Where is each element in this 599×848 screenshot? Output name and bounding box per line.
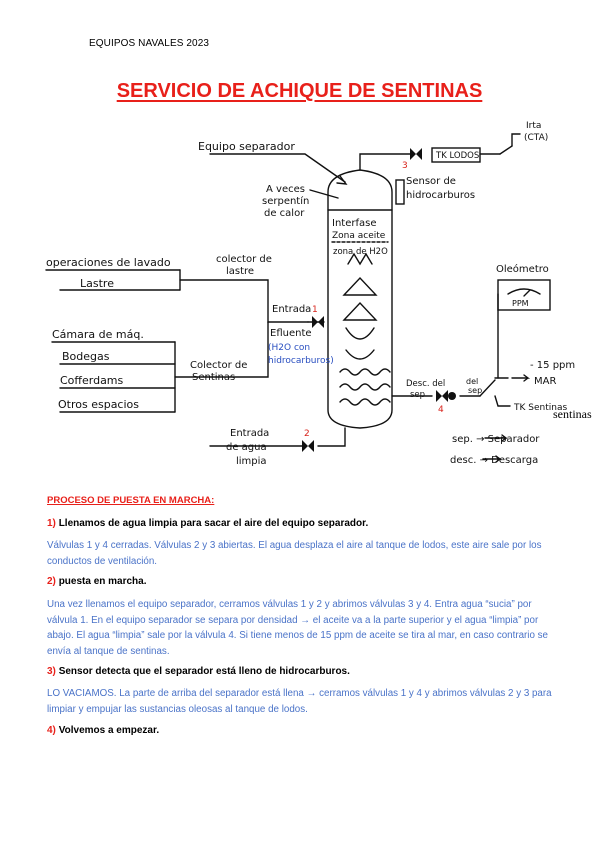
svg-text:(H2O con: (H2O con (268, 343, 310, 353)
step-3-heading: 3) Sensor detecta que el separador está … (47, 666, 350, 677)
lbl-interfase: Interfase (332, 218, 376, 229)
svg-text:2: 2 (304, 429, 310, 439)
valve-2 (302, 440, 314, 452)
svg-text:de agua: de agua (226, 442, 267, 453)
lbl-oleometro: Oleómetro (496, 263, 549, 275)
svg-text:3: 3 (402, 161, 408, 171)
step-2-body: Una vez llenamos el equipo separador, ce… (47, 599, 548, 657)
svg-text:sentinas: sentinas (553, 407, 592, 421)
svg-text:Sensor de: Sensor de (406, 176, 456, 187)
lbl-cofferdams: Cofferdams (60, 374, 124, 387)
step-1-heading: 1) Llenamos de agua limpia para sacar el… (47, 518, 369, 529)
tk-lodos-tank (431, 147, 481, 163)
svg-text:sep.: sep. (468, 386, 485, 395)
svg-text:1: 1 (312, 305, 318, 315)
svg-text:serpentín: serpentín (262, 195, 309, 207)
lbl-bodegas: Bodegas (62, 350, 110, 363)
svg-text:Sentinas: Sentinas (192, 372, 235, 383)
svg-text:limpia: limpia (236, 456, 267, 467)
separator-vessel (327, 169, 393, 429)
svg-text:(CTA): (CTA) (524, 133, 548, 143)
step-2-heading: 2) puesta en marcha. (47, 576, 147, 587)
svg-text:de calor: de calor (264, 208, 305, 219)
valve-3 (410, 148, 422, 160)
legend-desc: desc. → Descarga (450, 455, 538, 466)
lbl-tk-sentinas: TK Sentinas (513, 403, 567, 413)
bilge-system-diagram: Equipo separador A veces serpentín de ca… (45, 121, 592, 467)
step-3-body: LO VACIAMOS. La parte de arriba del sepa… (47, 688, 552, 715)
lbl-equipo-separador: Equipo separador (198, 140, 295, 153)
svg-text:Entrada: Entrada (230, 428, 269, 439)
svg-text:hidrocarburos): hidrocarburos) (268, 356, 334, 366)
svg-text:Entrada: Entrada (272, 304, 311, 315)
page-title: SERVICIO DE ACHIQUE DE SENTINAS (116, 80, 483, 102)
lbl-tk-lodos: TK LODOS (435, 151, 479, 161)
svg-text:colector de: colector de (216, 254, 272, 265)
step-4-heading: 4) Volvemos a empezar. (47, 725, 160, 736)
svg-text:del: del (466, 377, 478, 386)
valve-4 (436, 390, 448, 402)
svg-text:A veces: A veces (266, 184, 305, 195)
svg-text:hidrocarburos: hidrocarburos (406, 190, 475, 201)
svg-text:PPM: PPM (512, 299, 529, 308)
svg-text:sep: sep (410, 390, 425, 400)
oleometer-box (497, 279, 551, 311)
lbl-lastre: Lastre (80, 277, 114, 290)
svg-text:zona de H2O: zona de H2O (333, 247, 388, 257)
lbl-op-lavado: operaciones de lavado (46, 256, 171, 269)
course-header: EQUIPOS NAVALES 2023 (89, 38, 210, 49)
lbl-camara: Cámara de máq. (52, 328, 144, 341)
step-1-body: Válvulas 1 y 4 cerradas. Válvulas 2 y 3 … (47, 540, 542, 567)
legend-sep: sep. → Separador (452, 434, 540, 445)
lbl-mar: MAR (534, 376, 556, 387)
svg-text:- 15 ppm: - 15 ppm (530, 360, 575, 371)
svg-text:Irta: Irta (526, 121, 541, 131)
lbl-otros: Otros espacios (58, 398, 139, 411)
process-title: PROCESO DE PUESTA EN MARCHA: (47, 495, 215, 506)
svg-text:Zona aceite: Zona aceite (332, 231, 386, 241)
valves (302, 148, 456, 452)
svg-text:Efluente: Efluente (270, 328, 312, 339)
svg-text:Desc. del: Desc. del (406, 379, 445, 389)
svg-text:Colector de: Colector de (190, 360, 247, 371)
svg-text:lastre: lastre (226, 266, 254, 277)
valve-1 (312, 316, 324, 328)
svg-text:4: 4 (438, 405, 444, 415)
